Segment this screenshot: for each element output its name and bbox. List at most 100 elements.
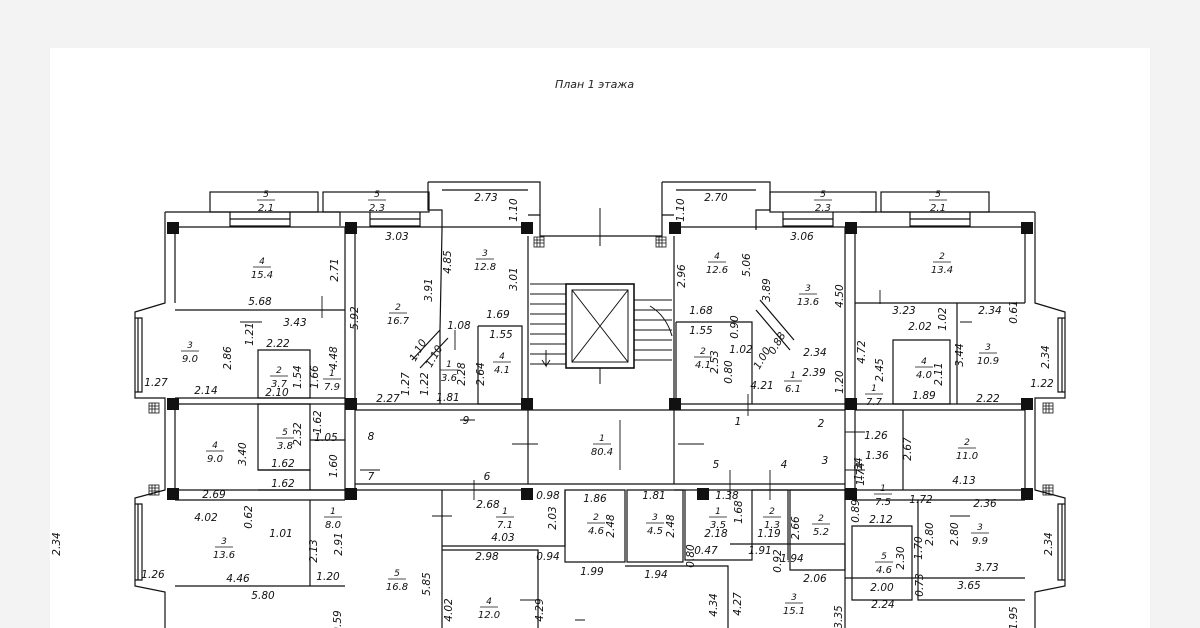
- room-number: 5: [820, 190, 826, 200]
- dimension-label: 2.18: [704, 528, 728, 540]
- room-tag: 24.6: [587, 513, 605, 537]
- room-tag: 13.6: [440, 360, 458, 384]
- room-area: 16.8: [386, 582, 408, 593]
- room-area: 11.0: [956, 451, 978, 462]
- dimension-label: 2.30: [895, 546, 907, 570]
- dimension-label: 2.00: [870, 582, 894, 594]
- dimension-label: 1.38: [715, 490, 739, 502]
- room-tag: 315.1: [783, 593, 805, 617]
- room-tag: 17.5: [874, 484, 892, 508]
- room-tag: 21.3: [763, 507, 781, 531]
- dimension-label: 3.89: [761, 278, 773, 302]
- space-label: 2: [818, 418, 825, 430]
- room-area: 1.3: [764, 520, 780, 531]
- dimension-label: 4.02: [443, 598, 455, 622]
- room-tag: 211.0: [956, 438, 978, 462]
- dimension-label: 1.94: [644, 569, 667, 581]
- plan-title: План 1 этажа: [555, 78, 635, 91]
- dimension-label: 0.89: [850, 499, 862, 523]
- room-tag: 180.4: [591, 434, 613, 458]
- dimension-label: 2.73: [474, 192, 497, 204]
- dimension-label: 1.34: [853, 457, 865, 480]
- dimension-label: 2.80: [949, 522, 961, 546]
- room-number: 2: [769, 507, 775, 517]
- dimension-label: 2.28: [456, 362, 468, 386]
- room-number: 4: [921, 357, 927, 367]
- room-area: 2.1: [258, 203, 274, 214]
- dimension-label: 1.81: [436, 392, 459, 404]
- dimension-label: 1.55: [489, 329, 513, 341]
- room-tag: 52.3: [368, 190, 386, 214]
- dimension-label: 1.36: [865, 450, 889, 462]
- dimension-label: 2.45: [874, 358, 886, 382]
- dimension-label: 2.22: [266, 338, 290, 350]
- dimension-label: 1.94: [780, 553, 803, 565]
- dimension-label: 0.98: [536, 490, 560, 502]
- dimension-label: 0.92: [772, 549, 784, 573]
- dimension-label: 4.29: [534, 598, 546, 622]
- dimension-label: 1.95: [1008, 606, 1020, 628]
- room-number: 3: [977, 523, 983, 533]
- dimension-label: 3.44: [954, 343, 966, 366]
- dimension-label: 0.90: [729, 315, 741, 339]
- dimension-label: 2.11: [933, 362, 945, 385]
- room-area: 12.6: [706, 265, 728, 276]
- room-area: 15.4: [251, 270, 273, 281]
- space-label: 1: [735, 416, 742, 428]
- room-tag: 415.4: [251, 257, 273, 281]
- room-tag: 52.1: [929, 190, 947, 214]
- room-number: 2: [395, 303, 401, 313]
- dimension-label: 1.08: [447, 320, 471, 332]
- dimension-label: 1.60: [328, 454, 340, 478]
- dimension-label: 2.10: [265, 387, 289, 399]
- room-area: 80.4: [591, 447, 613, 458]
- dimension-label: 2.98: [475, 551, 499, 563]
- dimension-label: 2.67: [902, 437, 914, 461]
- room-tags: 52.152.3415.4216.7312.839.023.717.913.64…: [181, 190, 999, 621]
- room-area: 3.6: [441, 373, 457, 384]
- room-area: 4.6: [876, 565, 892, 576]
- room-tag: 52.1: [257, 190, 275, 214]
- room-tag: 53.8: [276, 428, 294, 452]
- dimension-label: 5.92: [349, 306, 361, 330]
- dimension-label: 1.68: [733, 500, 745, 524]
- dimension-label: 4.34: [708, 593, 720, 616]
- room-number: 1: [599, 434, 605, 444]
- dimension-label: 1.72: [909, 494, 933, 506]
- dimension-label: 3.01: [508, 267, 520, 290]
- dimension-label: 2.34: [1043, 532, 1055, 555]
- room-number: 5: [374, 190, 380, 200]
- vent-shafts: [148, 236, 1054, 496]
- dimension-label: 3.23: [892, 305, 915, 317]
- room-area: 3.5: [710, 520, 726, 531]
- dimension-label: 1.91: [748, 545, 771, 557]
- room-area: 13.6: [213, 550, 235, 561]
- dimension-label: 3.03: [385, 231, 408, 243]
- dimension-label: 3.65: [957, 580, 981, 592]
- door-marks: [240, 290, 972, 621]
- room-tag: 17.9: [323, 369, 341, 393]
- room-number: 3: [482, 249, 488, 259]
- dimension-label: 3.43: [283, 317, 306, 329]
- dimension-label: 2.91: [333, 532, 345, 555]
- dimension-label: 2.13: [308, 539, 320, 562]
- room-area: 2.3: [369, 203, 385, 214]
- dimension-label: 1.21: [244, 322, 256, 345]
- room-area: 8.0: [325, 520, 341, 531]
- dimension-label: 1.10: [508, 198, 520, 222]
- dimension-label: 1.74: [855, 462, 867, 485]
- space-label: 5: [713, 459, 720, 471]
- dimension-label: 1.22: [419, 372, 431, 396]
- room-number: 1: [790, 371, 796, 381]
- room-number: 2: [939, 252, 945, 262]
- room-tag: 310.9: [977, 343, 999, 367]
- dimension-label: 2.48: [665, 514, 677, 538]
- room-number: 5: [263, 190, 269, 200]
- room-area: 7.1: [497, 520, 513, 531]
- room-number: 3: [187, 341, 193, 351]
- room-number: 5: [881, 552, 887, 562]
- room-area: 3.8: [277, 441, 293, 452]
- room-area: 4.6: [588, 526, 604, 537]
- dimension-label: 1.02: [729, 344, 753, 356]
- room-number: 2: [964, 438, 970, 448]
